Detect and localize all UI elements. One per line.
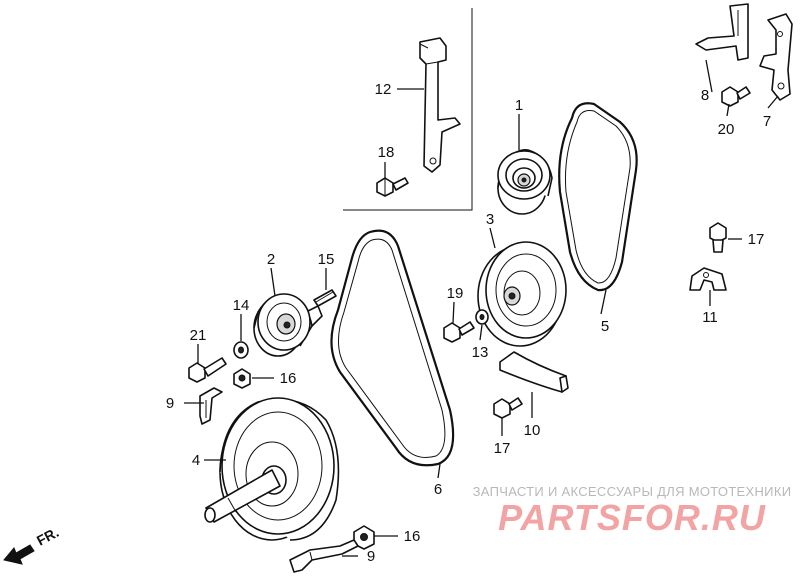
belt-6	[330, 229, 455, 467]
front-direction-marker: FR.	[3, 524, 61, 565]
callout-18: 18	[378, 144, 395, 161]
callout-11: 11	[702, 309, 718, 326]
front-label: FR.	[34, 524, 61, 549]
callout-17-right: 17	[748, 231, 765, 248]
pulley-1	[497, 149, 553, 215]
bolt-19	[443, 321, 475, 343]
clip-9-lower	[289, 539, 359, 573]
callout-13: 13	[472, 344, 489, 361]
callout-9-upper: 9	[166, 395, 174, 412]
callout-16-upper: 16	[280, 370, 297, 387]
front-arrow-icon	[3, 544, 35, 565]
bolt-20	[721, 86, 751, 107]
pulley-4	[204, 397, 340, 541]
bolt-17-right	[709, 222, 727, 253]
bracket-12	[419, 37, 461, 173]
watermark-brand: PARTSFOR.RU	[498, 497, 766, 538]
clip-9-upper	[199, 387, 223, 425]
nut-16-upper	[233, 368, 251, 389]
pulley-2	[253, 293, 323, 357]
watermark: ЗАПЧАСТИ И АКСЕССУАРЫ ДЛЯ МОТОТЕХНИКИ PA…	[473, 484, 792, 538]
callout-5: 5	[601, 318, 609, 335]
callout-10: 10	[524, 422, 541, 439]
guard-10	[499, 351, 569, 393]
callout-1: 1	[515, 97, 523, 114]
bracket-11	[689, 267, 727, 291]
inset-frame	[343, 8, 473, 211]
bracket-8	[695, 3, 749, 61]
callout-9-lower: 9	[367, 548, 375, 565]
bracket-7	[759, 13, 793, 101]
watermark-tagline: ЗАПЧАСТИ И АКСЕССУАРЫ ДЛЯ МОТОТЕХНИКИ	[473, 484, 792, 499]
callout-labels: 1 2 3 4 5 6 7 8 9 9 10 11 12 13 14 15 16…	[166, 81, 771, 565]
callout-19: 19	[447, 285, 464, 302]
washer-14	[233, 341, 249, 359]
leader-lines	[184, 59, 779, 557]
callout-3: 3	[486, 211, 494, 228]
callout-15: 15	[318, 251, 335, 268]
bolt-17-lower	[493, 397, 523, 419]
bolt-18	[376, 177, 409, 197]
callout-6: 6	[434, 481, 442, 498]
pulley-3	[477, 241, 567, 347]
callout-8: 8	[701, 87, 709, 104]
callout-4: 4	[192, 452, 200, 469]
callout-20: 20	[718, 121, 735, 138]
callout-7: 7	[763, 113, 771, 130]
bolt-21	[188, 357, 227, 383]
callout-2: 2	[267, 251, 275, 268]
callout-16-lower: 16	[404, 528, 421, 545]
washer-13	[475, 309, 489, 325]
pin-15	[313, 289, 337, 307]
callout-21: 21	[190, 327, 207, 344]
callout-14: 14	[233, 297, 250, 314]
belt-5	[558, 102, 638, 292]
callout-12: 12	[375, 81, 392, 98]
callout-17-lower: 17	[494, 440, 511, 457]
